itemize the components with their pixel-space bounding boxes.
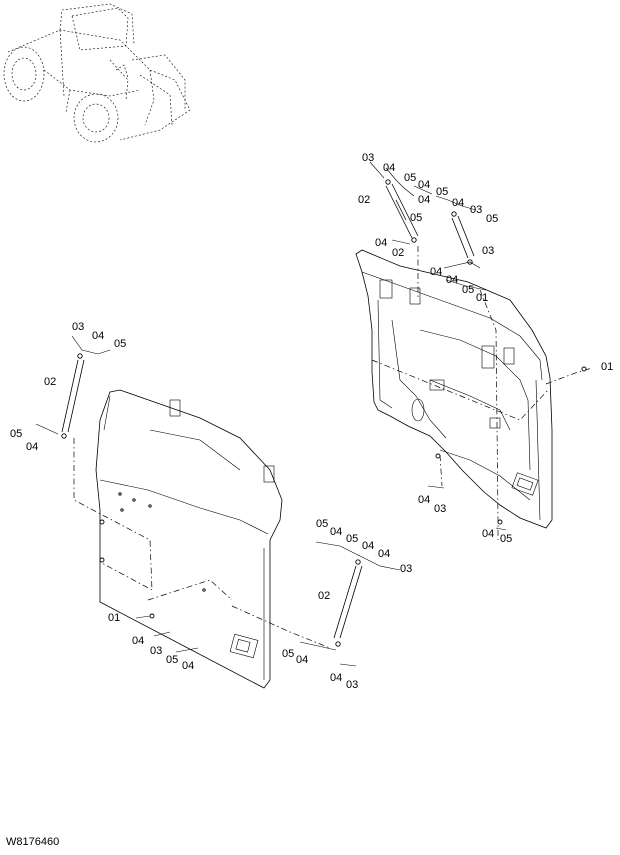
hardware-leaders-right (369, 161, 507, 531)
callout: 04 (375, 237, 387, 249)
callout: 05 (486, 213, 498, 225)
callout: 01 (601, 361, 613, 373)
callout: 04 (296, 654, 308, 666)
callout: 03 (434, 503, 446, 515)
callout: 05 (346, 533, 358, 545)
callout: 03 (72, 321, 84, 333)
callout: 05 (410, 212, 422, 224)
callout: 04 (92, 330, 104, 342)
callout: 04 (132, 635, 144, 647)
callout: 04 (430, 266, 442, 278)
callout: 05 (316, 518, 328, 530)
callout: 04 (378, 548, 390, 560)
machine-overview (3, 3, 191, 143)
callout: 05 (282, 648, 294, 660)
left-door-panel (95, 389, 283, 689)
gas-strut-left-1 (61, 353, 85, 439)
callout: 04 (452, 197, 464, 209)
gas-strut-right-2 (451, 211, 475, 265)
callout: 04 (418, 494, 430, 506)
callout: 04 (418, 194, 430, 206)
left-door-assembly (73, 389, 331, 689)
callout: 05 (500, 533, 512, 545)
callout: 04 (182, 660, 194, 672)
callout: 01 (108, 612, 120, 624)
callout: 04 (418, 179, 430, 191)
callout: 04 (362, 540, 374, 552)
right-door-assembly (355, 246, 593, 540)
callout: 04 (446, 274, 458, 286)
callout: 05 (462, 284, 474, 296)
callout: 03 (470, 204, 482, 216)
hardware-leaders-left (35, 335, 401, 667)
document-code: W8176460 (6, 836, 60, 848)
callout: 05 (114, 338, 126, 350)
callout: 01 (476, 292, 488, 304)
right-door-outline (355, 249, 553, 529)
callout: 03 (400, 563, 412, 575)
gas-strut-left-2 (333, 559, 363, 647)
callout-labels: 03 04 05 04 05 04 02 05 04 03 05 04 02 0… (10, 152, 613, 691)
callout: 02 (318, 590, 330, 602)
callout: 03 (482, 245, 494, 257)
callout: 04 (330, 672, 342, 684)
callout: 02 (44, 376, 56, 388)
callout: 03 (346, 679, 358, 691)
gas-strut-right-1 (385, 179, 419, 243)
callout: 02 (358, 194, 370, 206)
callout: 02 (392, 247, 404, 259)
callout: 04 (330, 526, 342, 538)
callout: 05 (10, 428, 22, 440)
callout: 05 (436, 186, 448, 198)
callout: 03 (362, 152, 374, 164)
callout: 04 (26, 441, 38, 453)
callout: 04 (383, 162, 395, 174)
callout: 05 (404, 172, 416, 184)
callout: 03 (150, 645, 162, 657)
callout: 05 (166, 654, 178, 666)
callout: 04 (482, 528, 494, 540)
